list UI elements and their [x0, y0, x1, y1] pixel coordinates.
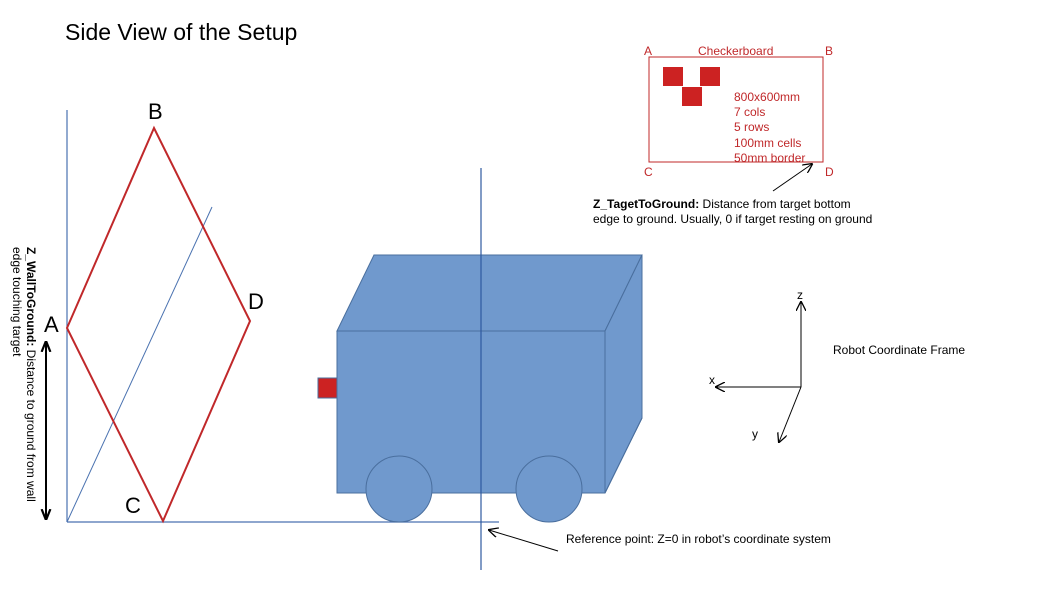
- page-title: Side View of the Setup: [65, 19, 297, 45]
- vertex-b-label: B: [148, 99, 163, 124]
- frame-title: Robot Coordinate Frame: [833, 343, 965, 357]
- reference-note: Reference point: Z=0 in robot’s coordina…: [566, 532, 831, 546]
- robot-rear-wheel: [515, 455, 583, 523]
- robot-camera: [317, 377, 338, 399]
- wall-to-ground-note: Z_WallToGround: Distance to ground from …: [10, 247, 38, 502]
- checkerboard-legend: A Checkerboard B C D 800x600mm 7 cols 5 …: [644, 44, 834, 179]
- y-axis-label: y: [752, 427, 758, 441]
- target-note-line1: Z_TagetToGround: Distance from target bo…: [593, 197, 851, 211]
- vertex-c-label: C: [125, 493, 141, 518]
- y-axis-arrow: [779, 386, 802, 442]
- svg-text:Z_WallToGround: Distance to gr: Z_WallToGround: Distance to ground from …: [24, 247, 38, 502]
- checker-cell: [682, 87, 702, 106]
- checkerboard-spec: 800x600mm: [734, 90, 800, 104]
- target-outline: [65, 125, 252, 524]
- vertex-d-label: D: [248, 289, 264, 314]
- perspective-line: [66, 206, 213, 523]
- checkerboard-spec: 100mm cells: [734, 136, 801, 150]
- robot: [317, 254, 643, 523]
- robot-coordinate-frame: z x y Robot Coordinate Frame: [709, 288, 965, 442]
- checkerboard-spec: 50mm border: [734, 151, 805, 165]
- checker-cell: [663, 67, 683, 86]
- checkerboard-corner-a: A: [644, 44, 652, 58]
- target-note-line2: edge to ground. Usually, 0 if target res…: [593, 212, 872, 226]
- checkerboard-spec: 5 rows: [734, 120, 769, 134]
- checkerboard-frame: [648, 56, 824, 163]
- checkerboard-corner-b: B: [825, 44, 833, 58]
- reference-note-arrow: [489, 530, 559, 552]
- wall-note-line2: edge touching target: [10, 247, 24, 357]
- robot-hidden-edge: [604, 417, 643, 494]
- wall-note-line1: Distance to ground from wall: [24, 346, 38, 501]
- wall-note-term: Z_WallToGround:: [24, 247, 38, 346]
- checkerboard-corner-d: D: [825, 165, 834, 179]
- target-note-rest: Distance from target bottom: [699, 197, 850, 211]
- checker-cell: [700, 67, 720, 86]
- target-note-arrow: [772, 164, 812, 192]
- robot-top-face: [336, 254, 643, 332]
- checkerboard-corner-c: C: [644, 165, 653, 179]
- x-axis-label: x: [709, 373, 715, 387]
- robot-front-wheel: [365, 455, 433, 523]
- z-axis-label: z: [797, 288, 803, 302]
- checkerboard-title: Checkerboard: [698, 44, 773, 58]
- vertex-a-label: A: [44, 312, 59, 337]
- target-note-term: Z_TagetToGround:: [593, 197, 699, 211]
- checkerboard-spec: 7 cols: [734, 105, 765, 119]
